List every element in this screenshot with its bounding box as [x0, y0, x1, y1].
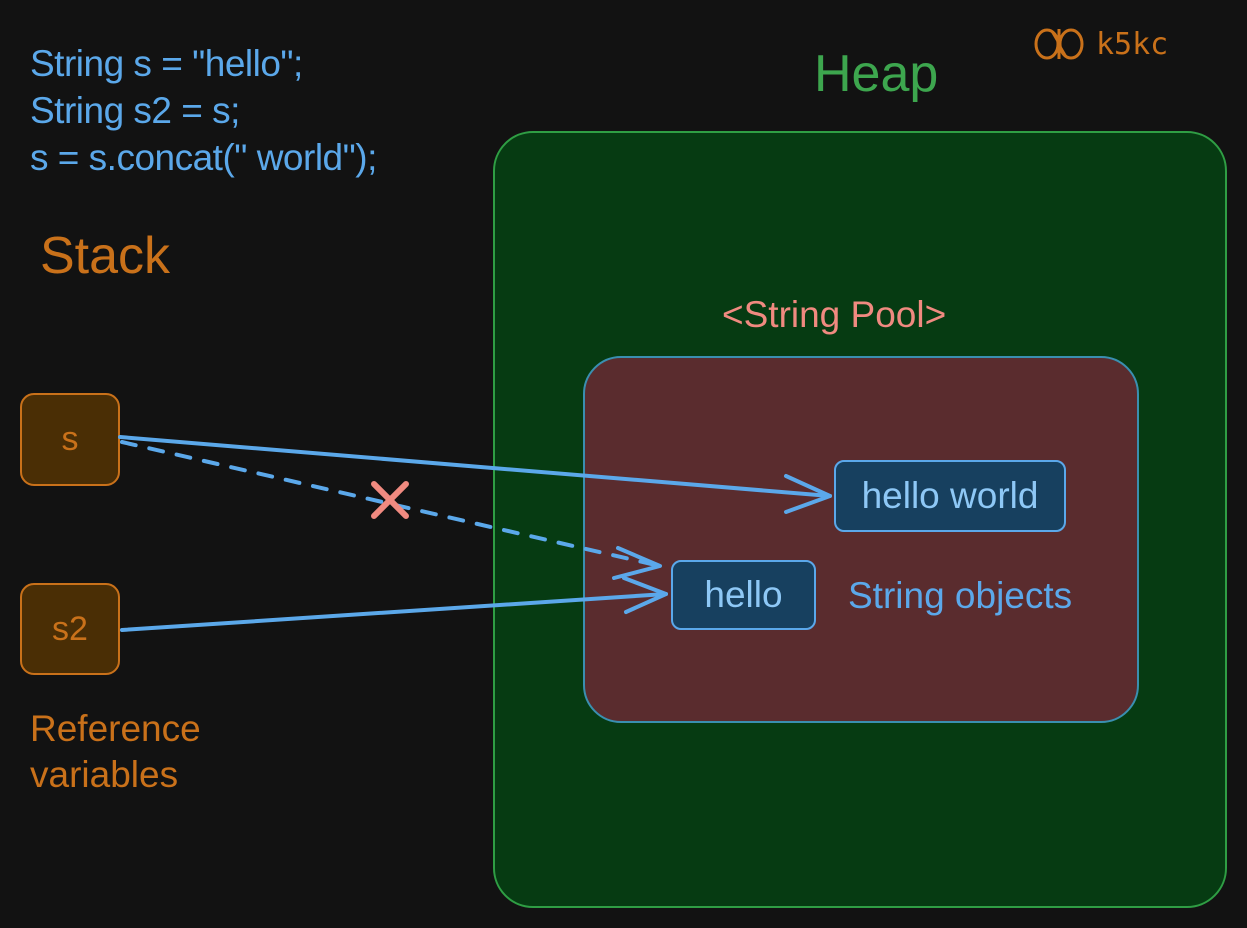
- butterfly-icon: [1034, 28, 1084, 60]
- arrow-s2-to-hello: [120, 576, 668, 632]
- reference-variables-label: Reference variables: [30, 708, 201, 795]
- hello-object: hello: [671, 560, 816, 630]
- variable-s-box: s: [20, 393, 120, 486]
- code-line-3: s = s.concat(" world");: [30, 137, 377, 178]
- variable-s2-box: s2: [20, 583, 120, 675]
- string-objects-label: String objects: [848, 575, 1073, 616]
- heap-title: Heap: [814, 45, 939, 103]
- logo: k5kc: [1032, 24, 1168, 64]
- code-snippet: String s = "hello"; String s2 = s; s = s…: [30, 40, 377, 181]
- variable-s-label: s: [61, 420, 79, 458]
- code-line-2: String s2 = s;: [30, 90, 240, 131]
- code-line-1: String s = "hello";: [30, 43, 303, 84]
- hello-world-object: hello world: [834, 460, 1066, 532]
- string-pool-region: [583, 356, 1139, 723]
- hello-world-label: hello world: [861, 475, 1039, 516]
- variable-s2-label: s2: [52, 609, 88, 648]
- hello-label: hello: [704, 574, 783, 615]
- logo-text: k5kc: [1096, 26, 1169, 62]
- arrow-s-to-hello-world: [118, 435, 832, 514]
- stack-title: Stack: [40, 227, 171, 285]
- string-pool-title: <String Pool>: [722, 294, 947, 335]
- cross-icon: [371, 481, 409, 519]
- arrow-s-to-hello-old: [120, 440, 662, 580]
